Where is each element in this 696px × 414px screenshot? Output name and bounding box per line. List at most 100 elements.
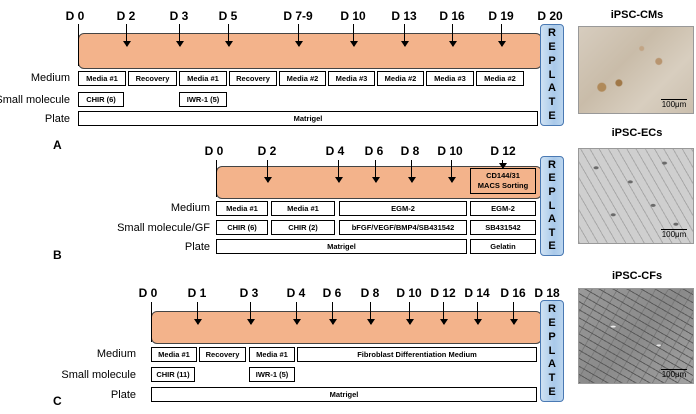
replate-letter: R — [548, 158, 556, 171]
medium-box: Media #1 — [151, 347, 197, 362]
image-title: iPSC-ECs — [611, 127, 663, 139]
timepoint-arrow — [407, 160, 416, 183]
timepoint-arrow — [294, 24, 303, 47]
replate-letter: P — [548, 330, 556, 343]
medium-box: EGM-2 — [470, 201, 536, 216]
timepoint-arrow — [193, 302, 202, 325]
replate-letter: A — [548, 82, 556, 95]
image-title: iPSC-CFs — [611, 270, 663, 282]
day-label: D 18 — [534, 286, 560, 300]
timepoint-arrow — [371, 160, 380, 183]
medium-box: Recovery — [128, 71, 177, 86]
replate-letter: T — [548, 372, 556, 385]
day-label: D 2 — [116, 9, 136, 23]
timepoint-arrow — [224, 24, 233, 47]
timepoint-arrow — [292, 302, 301, 325]
day-label: D 8 — [400, 144, 420, 158]
sorting-line: CD144/31 — [486, 171, 520, 180]
timepoint-arrow — [473, 302, 482, 325]
day-label: D 0 — [138, 286, 158, 300]
row-label-small-molecule-gf: Small molecule/GF — [117, 222, 210, 234]
day-label: D 1 — [187, 286, 207, 300]
scale-bar: 100μm — [661, 99, 687, 109]
replate-letter: P — [548, 185, 556, 198]
medium-box: Media #2 — [476, 71, 524, 86]
timepoint-arrow — [439, 302, 448, 325]
sorting-line: MACS Sorting — [477, 181, 529, 190]
replate-letter: E — [548, 316, 556, 329]
replate-letter: E — [548, 240, 556, 253]
start-line — [216, 160, 217, 197]
replate-box: R E P L A T E — [540, 156, 564, 256]
replate-letter: R — [548, 302, 556, 315]
replate-box: R E P L A T E — [540, 300, 564, 402]
day-label: D 10 — [396, 286, 422, 300]
replate-letter: P — [548, 54, 556, 67]
day-label: D 5 — [218, 9, 238, 23]
panel-letter: C — [53, 394, 62, 408]
row-label-plate: Plate — [184, 241, 210, 253]
timepoint-arrow — [263, 160, 272, 183]
panel-letter: A — [53, 138, 62, 152]
day-label: D 16 — [439, 9, 465, 23]
micrograph-ecs: 100μm — [578, 148, 694, 244]
day-label: D 13 — [391, 9, 417, 23]
plate-box: Gelatin — [470, 239, 536, 254]
small-molecule-box: IWR-1 (5) — [179, 92, 227, 107]
timeline-bar — [151, 311, 542, 344]
timepoint-arrow — [334, 160, 343, 183]
timepoint-arrow — [328, 302, 337, 325]
row-label-small-molecule: Small molecule — [0, 94, 70, 106]
day-label: D 10 — [437, 144, 463, 158]
day-label: D 12 — [430, 286, 456, 300]
medium-box: Recovery — [199, 347, 246, 362]
replate-letter: E — [548, 110, 556, 123]
day-label: D 12 — [490, 144, 516, 158]
replate-letter: L — [548, 344, 556, 357]
row-label-plate: Plate — [44, 113, 70, 125]
timepoint-arrow — [175, 24, 184, 47]
medium-box: Media #3 — [328, 71, 375, 86]
replate-box: R E P L A T E — [540, 24, 564, 126]
day-label: D 4 — [286, 286, 306, 300]
small-molecule-box: CHIR (2) — [271, 220, 335, 235]
scale-bar: 100μm — [661, 229, 687, 239]
micrograph-cms: 100μm — [578, 26, 694, 114]
timepoint-arrow — [447, 160, 456, 183]
replate-letter: A — [548, 358, 556, 371]
medium-box: Recovery — [229, 71, 277, 86]
plate-box: Matrigel — [216, 239, 467, 254]
day-label: D 20 — [537, 9, 563, 23]
medium-box: Media #2 — [377, 71, 424, 86]
image-title: iPSC-CMs — [610, 9, 664, 21]
small-molecule-box: SB431542 — [470, 220, 536, 235]
row-label-medium: Medium — [30, 72, 70, 84]
day-label: D 2 — [257, 144, 277, 158]
day-label: D 0 — [65, 9, 85, 23]
micrograph-cfs: 100μm — [578, 288, 694, 384]
small-molecule-box: CHIR (6) — [216, 220, 268, 235]
day-label: D 3 — [169, 9, 189, 23]
small-molecule-box: CHIR (6) — [78, 92, 124, 107]
medium-box: Fibroblast Differentiation Medium — [297, 347, 537, 362]
day-label: D 0 — [204, 144, 224, 158]
medium-box: Media #1 — [216, 201, 268, 216]
medium-box: Media #3 — [426, 71, 474, 86]
day-label: D 16 — [500, 286, 526, 300]
timepoint-arrow — [498, 160, 507, 169]
small-molecule-box: CHIR (11) — [151, 367, 195, 382]
medium-box: Media #1 — [78, 71, 126, 86]
day-label: D 7-9 — [283, 9, 313, 23]
row-label-plate: Plate — [110, 389, 136, 401]
replate-letter: T — [548, 226, 556, 239]
replate-letter: A — [548, 213, 556, 226]
scale-bar: 100μm — [661, 369, 687, 379]
replate-letter: L — [548, 199, 556, 212]
medium-box: Media #1 — [179, 71, 227, 86]
day-label: D 6 — [322, 286, 342, 300]
replate-letter: R — [548, 26, 556, 39]
small-molecule-box: bFGF/VEGF/BMP4/SB431542 — [339, 220, 467, 235]
plate-box: Matrigel — [151, 387, 537, 402]
timepoint-arrow — [400, 24, 409, 47]
